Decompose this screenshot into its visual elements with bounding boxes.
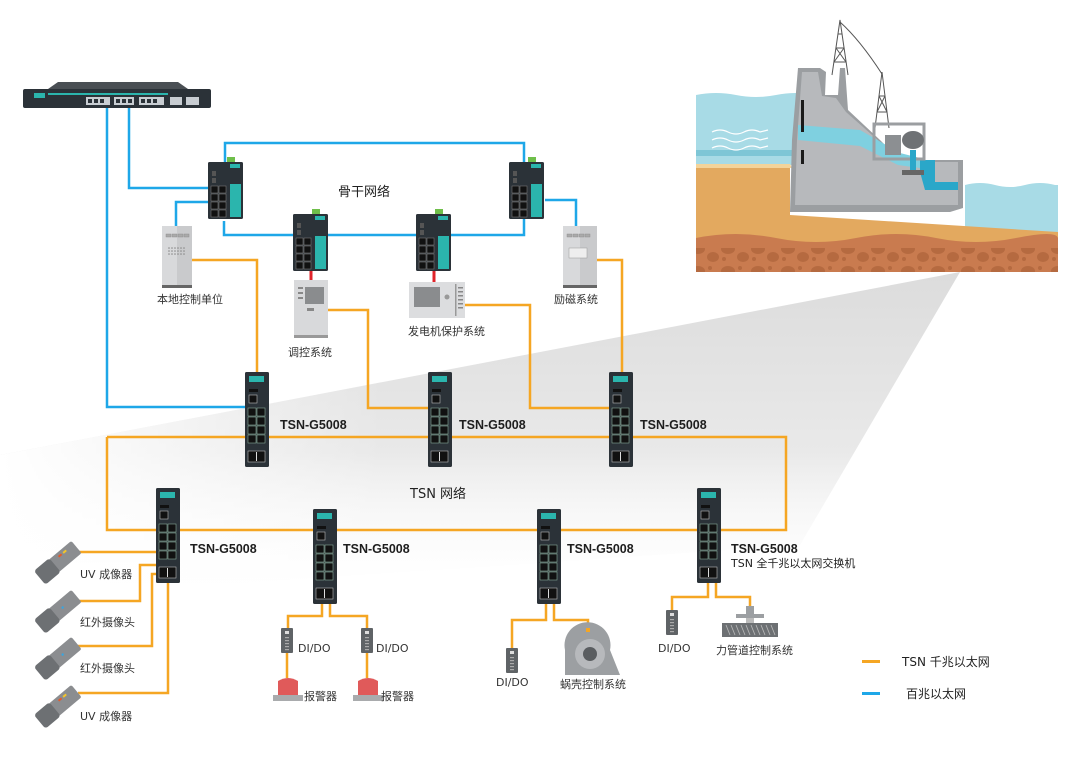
switch-description: TSN 全千兆以太网交换机 bbox=[731, 557, 856, 570]
dido-label: DI/DO bbox=[496, 676, 529, 689]
generator-protection-label: 发电机保护系统 bbox=[408, 325, 485, 338]
legend-label: TSN 千兆以太网 bbox=[902, 655, 990, 669]
backbone-network-title: 骨干网络 bbox=[338, 185, 391, 200]
excitation-system-label: 励磁系统 bbox=[554, 293, 598, 306]
alarm-beacon-icon[interactable] bbox=[353, 678, 383, 701]
switch-model-label: TSN-G5008 bbox=[343, 542, 410, 556]
fast-ethernet-links bbox=[105, 108, 578, 409]
switch-model-label: TSN-G5008 bbox=[459, 418, 526, 432]
camera-label: 红外摄像头 bbox=[80, 616, 135, 629]
tsn-g5008-switch[interactable] bbox=[313, 509, 337, 604]
tsn-g5008-switch[interactable] bbox=[537, 509, 561, 604]
generator-protection-panel-icon[interactable] bbox=[409, 282, 465, 318]
blue-line-swatch-icon bbox=[862, 692, 880, 695]
local-control-unit-label: 本地控制单位 bbox=[157, 293, 223, 306]
regulation-system-terminal-icon[interactable] bbox=[294, 280, 328, 338]
local-control-unit-cabinet-icon[interactable] bbox=[162, 226, 192, 288]
switch-model-label: TSN-G5008 bbox=[731, 542, 798, 556]
serial-links bbox=[309, 270, 436, 282]
backbone-switch[interactable] bbox=[416, 209, 451, 271]
hydropower-dam-illustration bbox=[696, 19, 1058, 272]
backbone-switch[interactable] bbox=[293, 209, 328, 271]
backbone-switch[interactable] bbox=[208, 157, 243, 219]
tsn-g5008-switch[interactable] bbox=[156, 488, 180, 583]
dido-label: DI/DO bbox=[658, 642, 691, 655]
volute-casing-icon[interactable] bbox=[564, 622, 621, 675]
legend-label: 百兆以太网 bbox=[906, 687, 967, 701]
tsn-g5008-switch[interactable] bbox=[428, 372, 452, 467]
orange-line-swatch-icon bbox=[862, 660, 880, 663]
infrared-camera-icon[interactable] bbox=[34, 589, 82, 634]
dido-label: DI/DO bbox=[298, 642, 331, 655]
regulation-system-label: 调控系统 bbox=[288, 346, 332, 359]
tsn-g5008-switch[interactable] bbox=[609, 372, 633, 467]
switch-model-label: TSN-G5008 bbox=[280, 418, 347, 432]
dido-module-icon[interactable] bbox=[506, 648, 518, 673]
alarm-label: 报警器 bbox=[304, 690, 337, 703]
camera-label: UV 成像器 bbox=[80, 568, 133, 581]
dido-module-icon[interactable] bbox=[361, 628, 373, 653]
camera-label: UV 成像器 bbox=[80, 710, 133, 723]
uv-imager-icon[interactable] bbox=[34, 684, 82, 729]
alarm-beacon-icon[interactable] bbox=[273, 678, 303, 701]
tsn-network-title: TSN 网络 bbox=[410, 487, 467, 502]
dido-module-icon[interactable] bbox=[666, 610, 678, 635]
dido-label: DI/DO bbox=[376, 642, 409, 655]
uv-imager-icon[interactable] bbox=[34, 540, 82, 585]
infrared-camera-icon[interactable] bbox=[34, 636, 82, 681]
switch-model-label: TSN-G5008 bbox=[640, 418, 707, 432]
backbone-switch[interactable] bbox=[509, 157, 544, 219]
legend-item-tsn-gigabit: TSN 千兆以太网 bbox=[862, 653, 990, 670]
alarm-label: 报警器 bbox=[381, 690, 414, 703]
excitation-system-cabinet-icon[interactable] bbox=[563, 226, 597, 288]
switch-model-label: TSN-G5008 bbox=[567, 542, 634, 556]
tsn-g5008-switch[interactable] bbox=[697, 488, 721, 583]
penstock-control-label: 力管道控制系统 bbox=[716, 644, 793, 657]
switch-model-label: TSN-G5008 bbox=[190, 542, 257, 556]
camera-label: 红外摄像头 bbox=[80, 662, 135, 675]
core-rack-switch[interactable] bbox=[23, 82, 211, 108]
dido-module-icon[interactable] bbox=[281, 628, 293, 653]
legend-item-fast-ethernet: 百兆以太网 bbox=[862, 685, 966, 702]
penstock-pipe-control-icon[interactable] bbox=[722, 606, 778, 637]
tsn-g5008-switch[interactable] bbox=[245, 372, 269, 467]
volute-control-label: 蜗壳控制系统 bbox=[560, 678, 626, 691]
